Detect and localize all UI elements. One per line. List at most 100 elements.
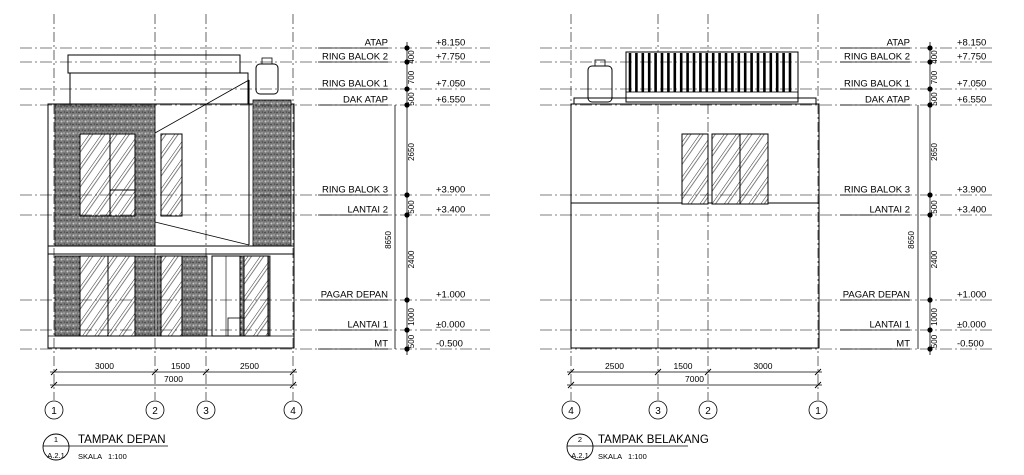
level-elevation-label: +8.150 xyxy=(957,38,986,49)
level-name-label: PAGAR DEPAN xyxy=(843,290,910,301)
level-elevation-label: +3.400 xyxy=(436,205,465,216)
scale-value: 1:100 xyxy=(628,452,647,461)
level-name-label: DAK ATAP xyxy=(865,95,910,106)
level-elevation-label: +8.150 xyxy=(436,38,465,49)
scale-label: SKALA xyxy=(78,452,102,461)
level-name-label: MT xyxy=(896,339,910,350)
view-number: 2 xyxy=(578,435,582,444)
grid-bubble xyxy=(196,400,216,420)
rear-water-tank-icon xyxy=(587,65,613,103)
view-number-bubble xyxy=(566,433,594,461)
rear-elevation xyxy=(570,14,820,400)
span-dimension-label: 1500 xyxy=(171,361,190,371)
vertical-dimension-label: 2400 xyxy=(930,250,939,268)
vertical-dimension-label: 500 xyxy=(407,334,416,348)
front-elevation xyxy=(47,14,295,400)
grid-bubble xyxy=(145,400,165,420)
vertical-dimension-label: 2650 xyxy=(930,143,939,161)
grid-label: 3 xyxy=(203,406,209,417)
level-elevation-label: -0.500 xyxy=(436,339,463,350)
level-name-label: DAK ATAP xyxy=(343,95,388,106)
view-number-bubble xyxy=(42,433,70,461)
sheet-reference: A.2.1 xyxy=(47,451,65,460)
level-elevation-label: +1.000 xyxy=(957,290,986,301)
vertical-dimension-label: 500 xyxy=(407,92,416,106)
vertical-dimension-label: 700 xyxy=(407,70,416,84)
level-elevation-label: +7.050 xyxy=(957,79,986,90)
rear-body-outline xyxy=(570,103,820,349)
level-name-label: RING BALOK 2 xyxy=(844,52,910,63)
grid-label: 4 xyxy=(290,406,296,417)
vertical-dimension-label: 2400 xyxy=(407,250,416,268)
grid-label: 1 xyxy=(51,406,57,417)
level-elevation-label: ±0.000 xyxy=(957,320,986,331)
level-elevation-label: +3.900 xyxy=(957,185,986,196)
span-dimension-label: 2500 xyxy=(240,361,259,371)
grid-bubble xyxy=(44,400,64,420)
grid-bubble xyxy=(283,400,303,420)
vertical-dimension-label: 500 xyxy=(930,334,939,348)
level-elevation-label: +6.550 xyxy=(436,95,465,106)
grid-label: 3 xyxy=(655,406,661,417)
sheet-reference: A.2.1 xyxy=(571,451,589,460)
vertical-dimension-label: 500 xyxy=(407,200,416,214)
vertical-dimension-label: 500 xyxy=(930,200,939,214)
level-name-label: RING BALOK 3 xyxy=(322,185,388,196)
level-name-label: ATAP xyxy=(887,38,910,49)
vertical-dimension-label: 700 xyxy=(930,70,939,84)
total-width-label: 7000 xyxy=(164,374,183,384)
grid-label: 4 xyxy=(568,406,574,417)
view-title: TAMPAK BELAKANG xyxy=(598,434,709,446)
level-name-label: LANTAI 1 xyxy=(348,320,388,331)
front-window-upper xyxy=(79,133,136,217)
grid-bubble xyxy=(648,400,668,420)
scale-value: 1:100 xyxy=(108,452,127,461)
grid-label: 1 xyxy=(815,406,821,417)
level-name-label: LANTAI 1 xyxy=(870,320,910,331)
grid-bubble xyxy=(698,400,718,420)
total-height-label: 8650 xyxy=(907,231,916,249)
level-name-label: LANTAI 2 xyxy=(348,205,388,216)
vertical-dimension-label: 500 xyxy=(930,92,939,106)
level-name-label: MT xyxy=(374,339,388,350)
grid-label: 2 xyxy=(152,406,158,417)
level-elevation-label: +7.750 xyxy=(957,52,986,63)
grid-bubble xyxy=(808,400,828,420)
span-dimension-label: 1500 xyxy=(674,361,693,371)
vertical-dimension-label: 1000 xyxy=(930,308,939,326)
total-height-label: 8650 xyxy=(384,231,393,249)
front-brick-panel-upper-right xyxy=(252,99,292,247)
level-name-label: RING BALOK 2 xyxy=(322,52,388,63)
level-name-label: LANTAI 2 xyxy=(870,205,910,216)
view-title: TAMPAK DEPAN xyxy=(78,434,166,446)
level-elevation-label: +6.550 xyxy=(957,95,986,106)
level-name-label: RING BALOK 1 xyxy=(322,79,388,90)
view-number: 1 xyxy=(54,435,58,444)
level-name-label: RING BALOK 1 xyxy=(844,79,910,90)
level-elevation-label: -0.500 xyxy=(957,339,984,350)
level-elevation-label: +1.000 xyxy=(436,290,465,301)
span-dimension-label: 2500 xyxy=(605,361,624,371)
level-elevation-label: +7.750 xyxy=(436,52,465,63)
grid-label: 2 xyxy=(705,406,711,417)
rear-door-left xyxy=(681,133,709,205)
level-elevation-label: +3.400 xyxy=(957,205,986,216)
vertical-dimension-label: 400 xyxy=(407,50,416,64)
scale-label: SKALA xyxy=(598,452,622,461)
span-dimension-label: 3000 xyxy=(754,361,773,371)
grid-bubble xyxy=(561,400,581,420)
dimension-annotations: 3000 1500 2500 7000 2500 1500 3000 7000 xyxy=(50,361,822,389)
vertical-dimension-label: 2650 xyxy=(407,143,416,161)
span-dimension-label: 3000 xyxy=(95,361,114,371)
level-name-label: ATAP xyxy=(365,38,388,49)
water-tank-icon xyxy=(255,63,279,95)
title-blocks: 1 2 3 4 1A.2.1 TAMPAK DEPAN SKALA 1:100 4 3 2 1 2A.2… xyxy=(42,400,828,461)
level-name-label: PAGAR DEPAN xyxy=(321,290,388,301)
level-elevation-label: ±0.000 xyxy=(436,320,465,331)
vertical-dimension-label: 1000 xyxy=(407,308,416,326)
level-name-label: RING BALOK 3 xyxy=(844,185,910,196)
total-width-label: 7000 xyxy=(685,374,704,384)
vertical-dimension-label: 400 xyxy=(930,50,939,64)
